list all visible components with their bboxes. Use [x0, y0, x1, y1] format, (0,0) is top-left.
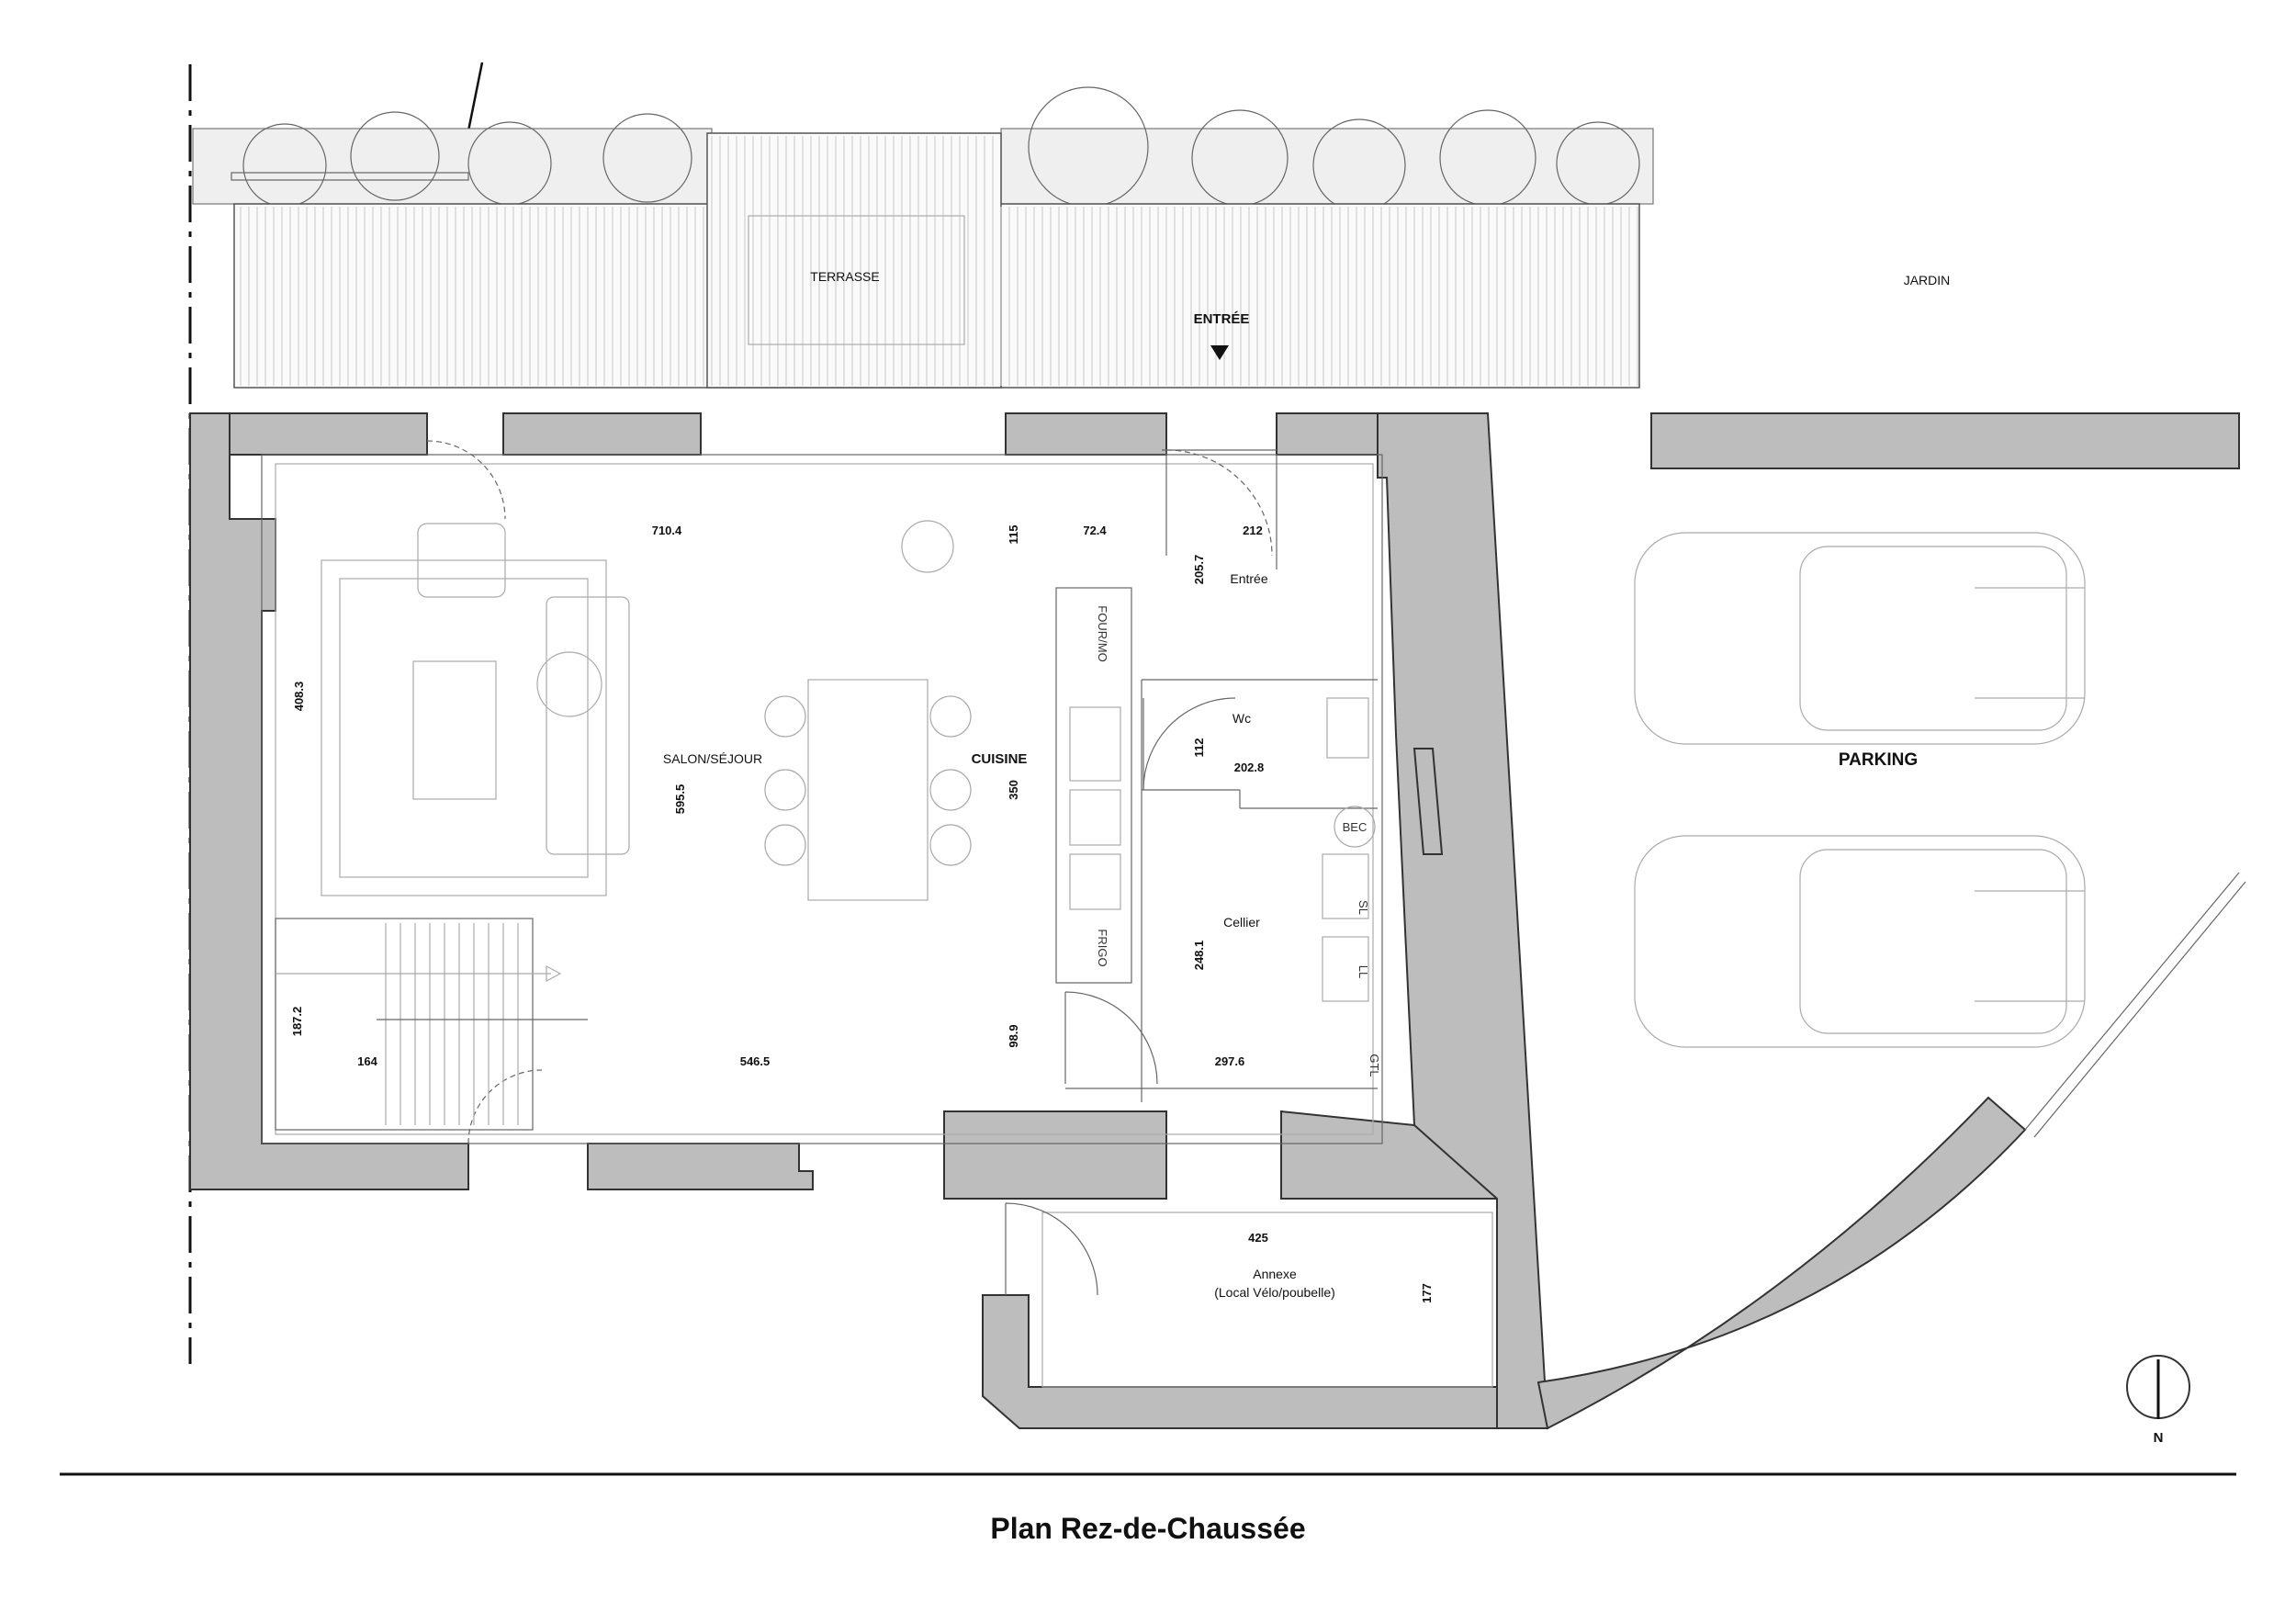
plan-title: Plan Rez-de-Chaussée [990, 1512, 1305, 1545]
dim-205: 205.7 [1192, 555, 1206, 585]
label-four: FOUR/MO [1096, 605, 1109, 661]
hedge-right [1000, 86, 1654, 212]
dim-248: 248.1 [1192, 941, 1206, 971]
dim-425: 425 [1248, 1231, 1268, 1245]
label-entree-ext: ENTRÉE [1194, 311, 1250, 327]
label-parking: PARKING [1839, 750, 1918, 770]
dim-297: 297.6 [1215, 1054, 1245, 1068]
label-annexe-sub: (Local Vélo/poubelle) [1214, 1285, 1335, 1300]
driveway-edge [1536, 872, 2246, 1430]
dim-112: 112 [1192, 738, 1206, 758]
dim-98: 98.9 [1007, 1024, 1020, 1047]
label-terrasse: TERRASSE [810, 269, 879, 284]
dim-212: 212 [1243, 524, 1263, 537]
dim-202: 202.8 [1234, 761, 1265, 774]
label-cuisine: CUISINE [972, 751, 1028, 767]
label-salon: SALON/SÉJOUR [663, 751, 762, 766]
dim-164: 164 [357, 1054, 377, 1068]
label-entree: Entrée [1230, 571, 1267, 586]
dim-546: 546.5 [740, 1054, 771, 1068]
staircase [275, 918, 588, 1131]
entry-arrow-icon [1210, 345, 1229, 360]
dim-595: 595.5 [673, 784, 687, 815]
doors [426, 440, 1273, 1296]
label-ll: LL [1356, 965, 1370, 978]
north-label: N [2154, 1430, 2164, 1446]
dim-408: 408.3 [292, 682, 306, 712]
dim-177: 177 [1420, 1283, 1434, 1303]
terrace-deck [233, 132, 1640, 389]
hedge-left [192, 111, 713, 208]
label-annexe: Annexe [1253, 1267, 1297, 1281]
parking-cars [1634, 532, 2086, 1048]
label-cellier: Cellier [1223, 915, 1260, 930]
label-frigo: FRIGO [1096, 929, 1109, 966]
parking-strip [1650, 412, 2240, 469]
north-arrow-icon [2126, 1355, 2190, 1419]
label-wc: Wc [1232, 711, 1251, 726]
dim-187: 187.2 [290, 1007, 304, 1037]
dim-115: 115 [1007, 525, 1020, 545]
dim-350: 350 [1007, 780, 1020, 800]
dim-72: 72.4 [1083, 524, 1107, 537]
label-gtl: GTL [1367, 1054, 1381, 1076]
label-bec: BEC [1343, 820, 1367, 834]
walls [189, 412, 1549, 1429]
label-sl: SL [1356, 900, 1370, 915]
dim-710: 710.4 [652, 524, 682, 537]
label-jardin: JARDIN [1904, 273, 1951, 287]
furniture [321, 520, 972, 901]
interior-lines [261, 449, 1493, 1388]
